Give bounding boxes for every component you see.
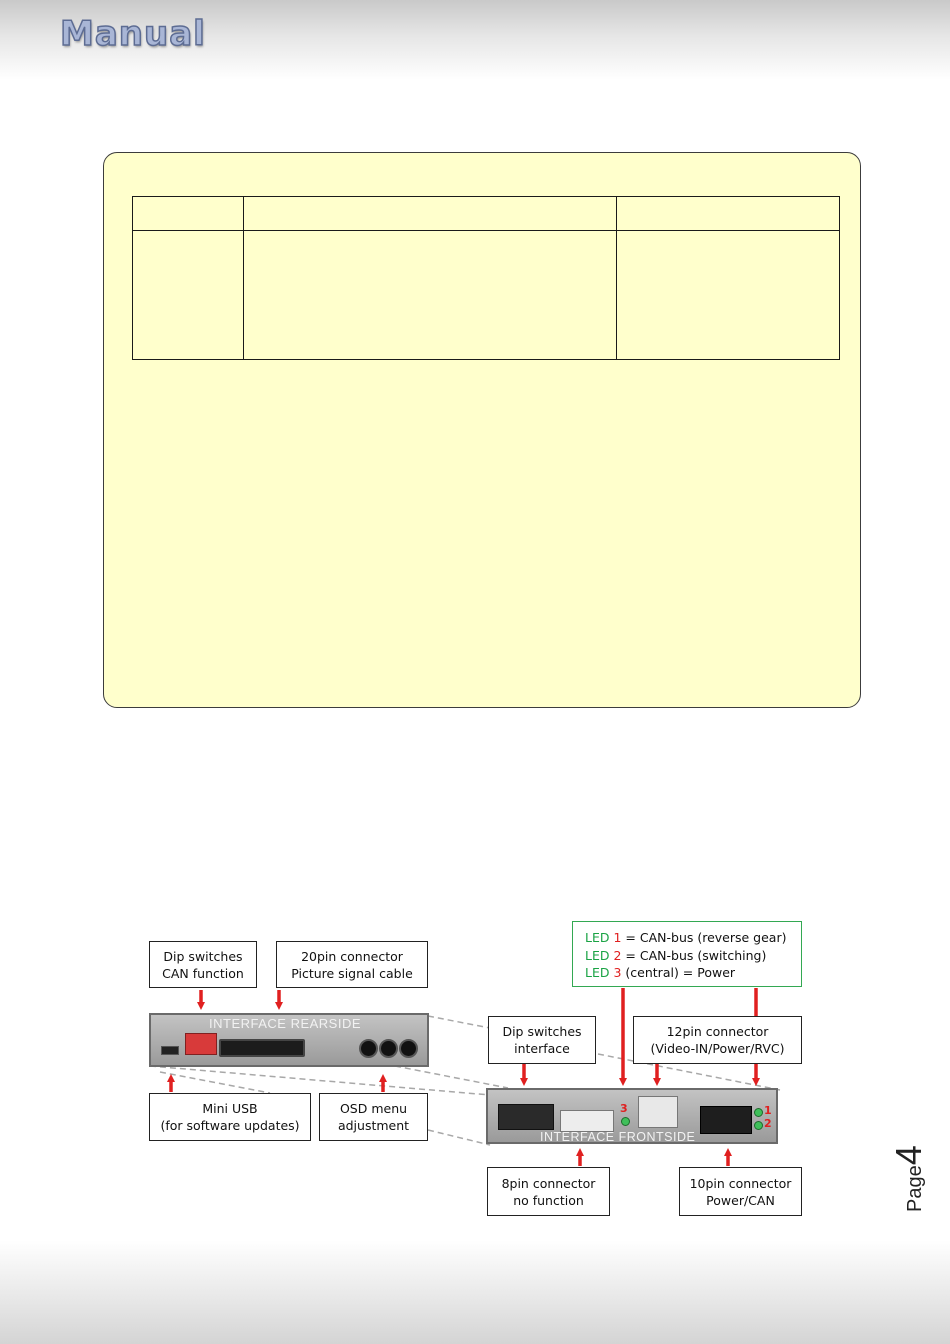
led-2-indicator [754,1121,763,1130]
table-cell [616,230,840,360]
dip-switch-block [498,1104,554,1130]
header-bar [0,0,950,80]
led-1-indicator [754,1108,763,1117]
rearside-title: INTERFACE REARSIDE [209,1016,362,1031]
manual-title: Manual [59,13,206,55]
label-mini-usb: Mini USB(for software updates) [149,1093,311,1141]
label-12pin-connector: 12pin connector(Video-IN/Power/RVC) [633,1016,802,1064]
led-legend: LED 1 = CAN-bus (reverse gear) LED 2 = C… [572,921,802,987]
led-3-indicator [621,1117,630,1126]
led-1-number: 1 [764,1104,772,1117]
spec-table [132,196,840,360]
osd-button [399,1039,418,1058]
osd-button [379,1039,398,1058]
led-2-number: 2 [764,1117,772,1130]
led-legend-line: LED 1 = CAN-bus (reverse gear) [585,930,787,945]
led-legend-line: LED 2 = CAN-bus (switching) [585,947,767,963]
table-cell [243,196,617,231]
page-num: 4 [888,1145,929,1166]
page-number: Page4 [866,1145,936,1220]
connector-20pin [219,1039,305,1057]
table-cell [243,230,617,360]
led-3-number: 3 [620,1102,628,1115]
table-cell [132,230,244,360]
page-prefix: Page [904,1165,926,1212]
interface-frontside: INTERFACE FRONTSIDE 3 1 2 [486,1088,778,1144]
connector-10pin [700,1106,752,1134]
footer-bar [0,1240,950,1344]
table-row [132,230,840,360]
table-cell [616,196,840,231]
dip-switch-block-red [185,1033,217,1055]
table-cell [132,196,244,231]
connector-12pin [638,1096,678,1128]
led-legend-line: LED 3 (central) = Power [585,965,736,980]
table-header-row [132,196,840,231]
interface-rearside: INTERFACE REARSIDE [149,1013,429,1067]
connector-8pin [560,1110,614,1132]
frontside-title: INTERFACE FRONTSIDE [540,1130,696,1144]
osd-button [359,1039,378,1058]
mini-usb-port [161,1046,179,1055]
